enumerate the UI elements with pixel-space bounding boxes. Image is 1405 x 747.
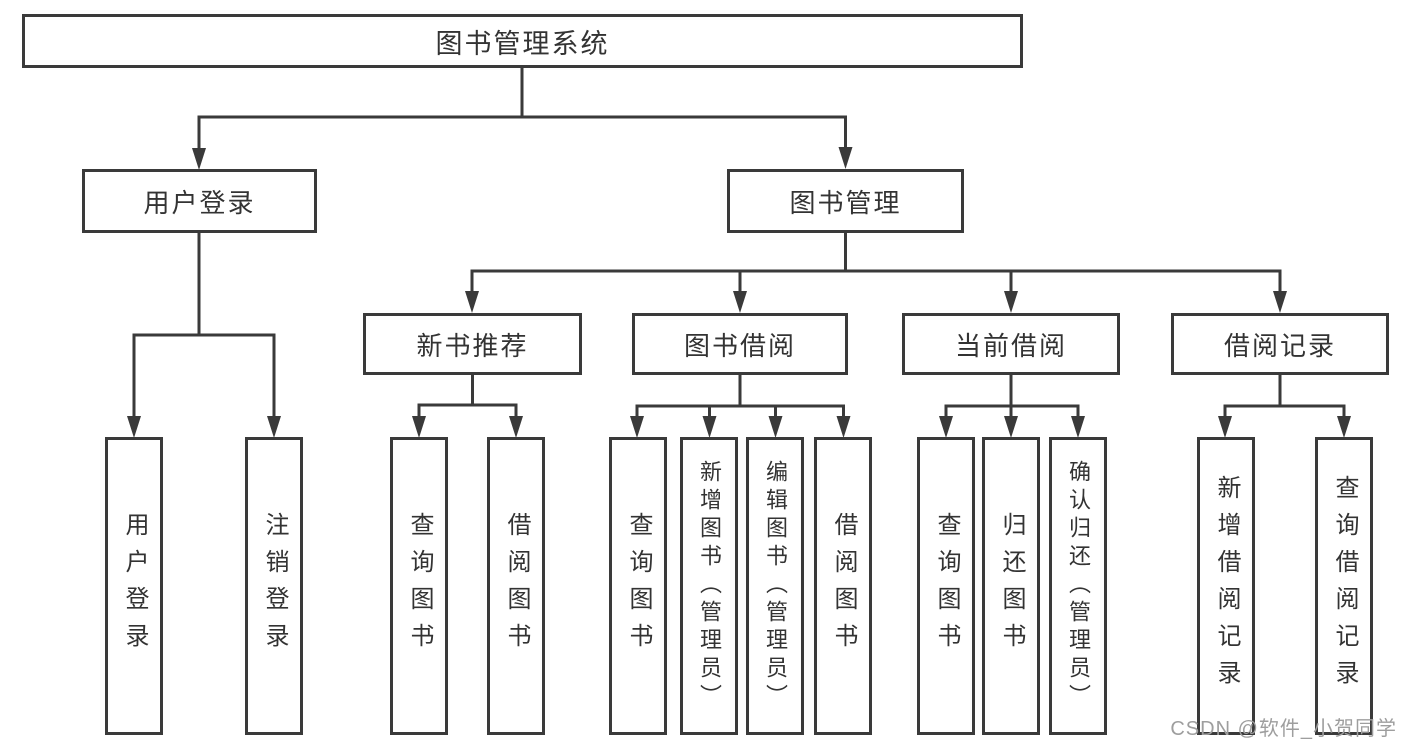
leaf-query-books-borrow: 查询图书 [609, 437, 667, 735]
leaf-query-borrow-record-label: 查询借阅记录 [1331, 475, 1358, 697]
csdn-watermark: CSDN @软件_小贺同学 [1170, 718, 1397, 740]
node-new-book-recommend: 新书推荐 [363, 313, 582, 375]
leaf-borrow-books-recommend-label: 借阅图书 [503, 512, 530, 660]
leaf-confirm-return-admin: 确认归还（管理员） [1049, 437, 1107, 735]
leaf-return-books: 归还图书 [982, 437, 1040, 735]
node-book-borrow-label: 图书借阅 [683, 330, 796, 361]
leaf-borrow-books-recommend: 借阅图书 [487, 437, 545, 735]
node-user-login: 用户登录 [82, 169, 317, 233]
leaf-edit-books-admin: 编辑图书（管理员） [746, 437, 804, 735]
leaf-query-books-recommend-label: 查询图书 [406, 512, 433, 660]
node-borrow-records: 借阅记录 [1171, 313, 1389, 375]
node-book-borrow: 图书借阅 [632, 313, 848, 375]
node-root-label: 图书管理系统 [435, 28, 610, 59]
leaf-user-login: 用户登录 [105, 437, 163, 735]
leaf-return-books-label: 归还图书 [998, 512, 1025, 660]
node-new-book-recommend-label: 新书推荐 [416, 330, 529, 361]
leaf-add-books-admin: 新增图书（管理员） [680, 437, 738, 735]
node-root: 图书管理系统 [22, 14, 1023, 68]
node-current-borrow-label: 当前借阅 [954, 330, 1067, 361]
leaf-query-books-borrow-label: 查询图书 [625, 512, 652, 660]
leaf-query-books-recommend: 查询图书 [390, 437, 448, 735]
node-book-management-label: 图书管理 [789, 187, 902, 218]
leaf-confirm-return-admin-label: 确认归还（管理员） [1066, 460, 1091, 712]
node-user-login-label: 用户登录 [143, 187, 256, 218]
leaf-query-books-current-label: 查询图书 [933, 512, 960, 660]
leaf-query-borrow-record: 查询借阅记录 [1315, 437, 1373, 735]
node-current-borrow: 当前借阅 [902, 313, 1120, 375]
leaf-add-borrow-record: 新增借阅记录 [1197, 437, 1255, 735]
node-book-management: 图书管理 [727, 169, 964, 233]
leaf-logout-label: 注销登录 [261, 512, 288, 660]
leaf-logout: 注销登录 [245, 437, 303, 735]
leaf-add-borrow-record-label: 新增借阅记录 [1213, 475, 1240, 697]
leaf-user-login-label: 用户登录 [121, 512, 148, 660]
leaf-add-books-admin-label: 新增图书（管理员） [697, 460, 722, 712]
node-borrow-records-label: 借阅记录 [1223, 330, 1336, 361]
leaf-borrow-books-label: 借阅图书 [830, 512, 857, 660]
leaf-query-books-current: 查询图书 [917, 437, 975, 735]
leaf-borrow-books: 借阅图书 [814, 437, 872, 735]
leaf-edit-books-admin-label: 编辑图书（管理员） [763, 460, 788, 712]
